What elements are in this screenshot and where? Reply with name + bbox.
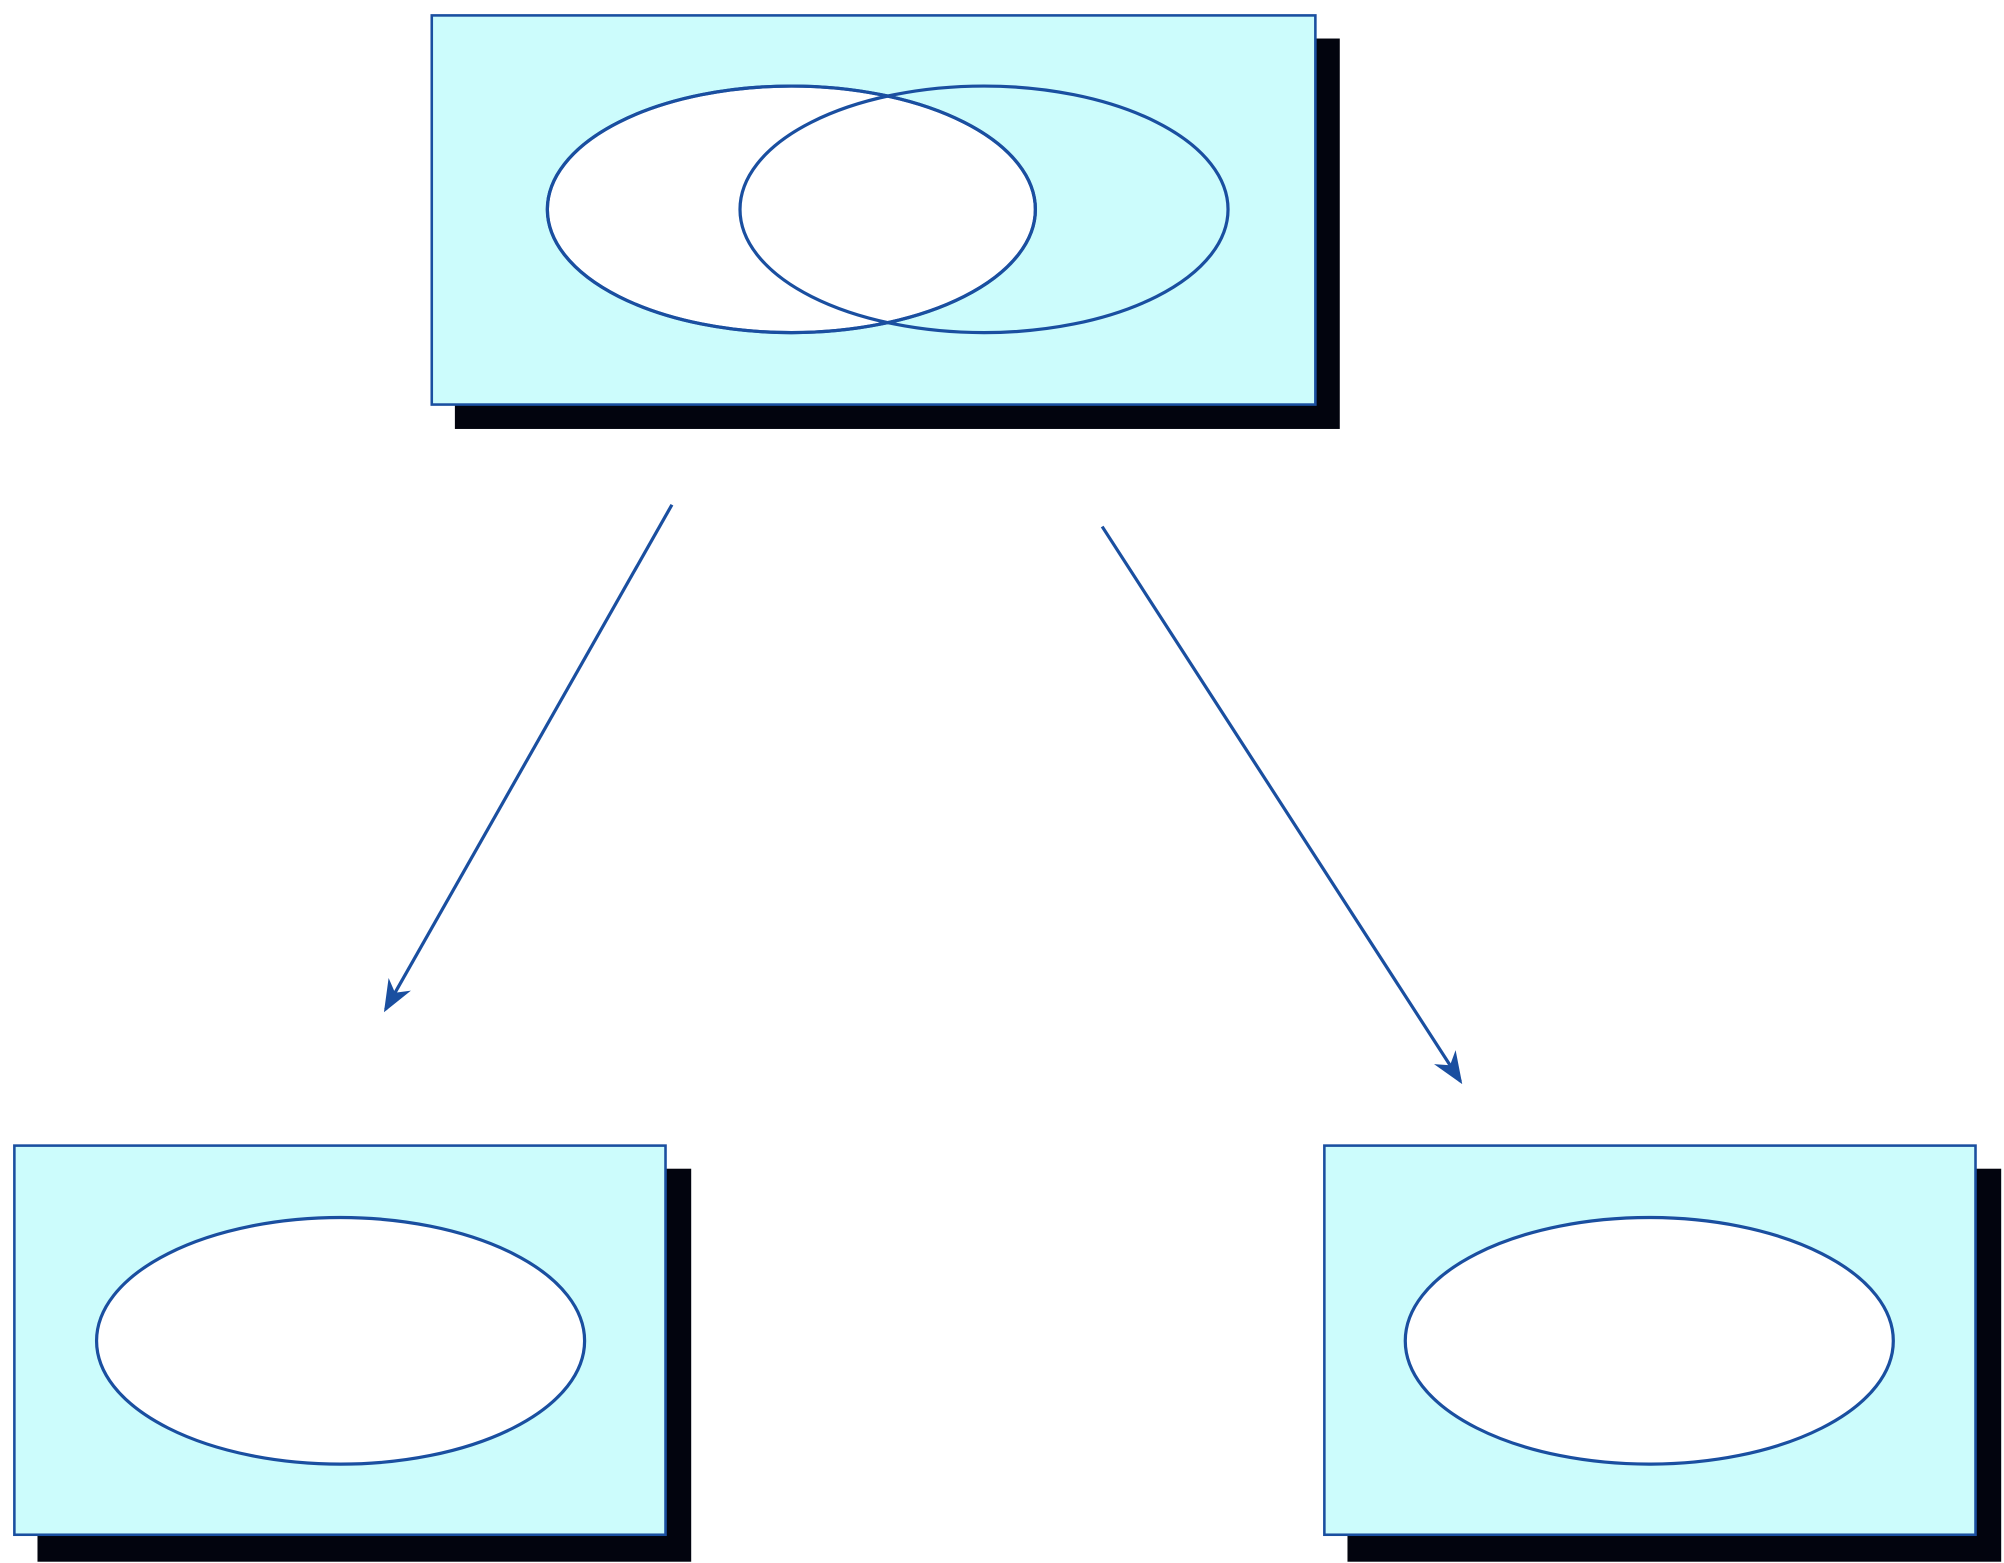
top-left-ellipse-outline <box>545 84 1037 335</box>
top-box <box>430 14 1340 429</box>
bottom-right-ellipse <box>1403 1215 1895 1466</box>
bottom-right-box <box>1323 1144 2002 1562</box>
arrow-to-bottom-left <box>383 503 674 1013</box>
top-right-ellipse <box>738 84 1230 335</box>
bottom-left-ellipse <box>94 1215 587 1466</box>
bottom-left-box <box>13 1144 692 1562</box>
arrow-to-bottom-right <box>1100 525 1463 1085</box>
